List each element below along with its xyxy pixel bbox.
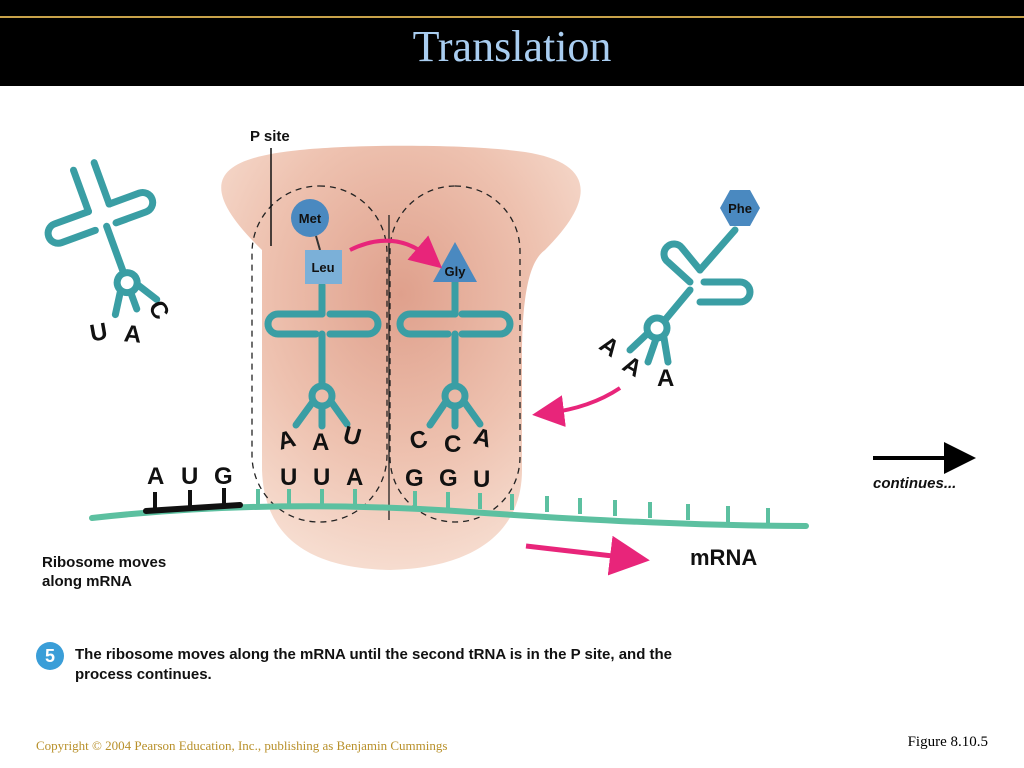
- p-site-label: P site: [250, 128, 290, 145]
- trna-entry-arrow: [532, 386, 622, 427]
- released-codon-ticks: [153, 488, 226, 510]
- p-site-outline: [251, 185, 388, 523]
- step-caption: The ribosome moves along the mRNA until …: [75, 645, 795, 685]
- mrna-ticks: [256, 489, 770, 524]
- anticodon-base: A: [123, 320, 143, 348]
- amino-acid-label: Phe: [728, 201, 752, 216]
- ribosome-moves-label: along mRNA: [42, 573, 132, 590]
- amino-acid-gly: [433, 242, 477, 282]
- ribosome-movement-arrow: [525, 535, 650, 576]
- anticodon-base: A: [471, 423, 495, 454]
- mrna-base: G: [439, 465, 458, 492]
- step-caption-line: process continues.: [75, 666, 212, 683]
- step-caption-line: The ribosome moves along the mRNA until …: [75, 646, 673, 663]
- peptide-transfer-arrow: [349, 235, 443, 269]
- amino-acid-phe: [720, 190, 760, 226]
- copyright-notice: Copyright © 2004 Pearson Education, Inc.…: [36, 738, 448, 753]
- mrna-base: U: [473, 466, 490, 493]
- a-site-outline: [389, 185, 521, 523]
- anticodon-base: C: [444, 431, 461, 458]
- amino-acid-label: Leu: [311, 260, 334, 275]
- title-bar-rule: [0, 16, 1024, 18]
- figure-label: Figure 8.10.5: [907, 734, 988, 750]
- ribosome-moves-label: Ribosome moves: [42, 554, 166, 571]
- title-bar: [0, 0, 1024, 86]
- mrna-base: A: [147, 463, 164, 490]
- amino-acid-label: Met: [299, 211, 322, 226]
- anticodon-base: U: [340, 421, 364, 452]
- anticodon-base: A: [618, 351, 647, 383]
- amino-acid-met: [291, 199, 329, 237]
- anticodon-base: A: [594, 331, 624, 363]
- slide-title: Translation: [412, 22, 612, 71]
- mrna-base: G: [214, 463, 233, 490]
- amino-acid-label: Gly: [445, 264, 467, 279]
- continues-label: continues...: [873, 475, 956, 492]
- amino-acid-leu: [305, 250, 342, 284]
- anticodon-base: C: [407, 425, 431, 456]
- trna-incoming: [626, 226, 754, 366]
- mrna-base: U: [313, 464, 330, 491]
- mrna-base: G: [405, 465, 424, 492]
- mrna-label: mRNA: [690, 545, 757, 570]
- step-number-badge: 5: [36, 642, 64, 670]
- anticodon-base: A: [312, 429, 329, 456]
- peptide-bond: [315, 235, 321, 251]
- mrna-base: U: [280, 464, 297, 491]
- trna-a-site: [396, 278, 514, 430]
- anticodon-base: A: [657, 365, 674, 392]
- anticodon-base: A: [275, 425, 299, 456]
- mrna-base: A: [346, 464, 363, 491]
- trna-p-site: [264, 281, 382, 430]
- translation-diagram: P site A U G U U A G G U: [42, 128, 976, 590]
- trna-exiting: [44, 159, 161, 319]
- mrna-base: U: [181, 463, 198, 490]
- anticodon-base: U: [88, 318, 110, 348]
- anticodon-base: C: [143, 296, 175, 325]
